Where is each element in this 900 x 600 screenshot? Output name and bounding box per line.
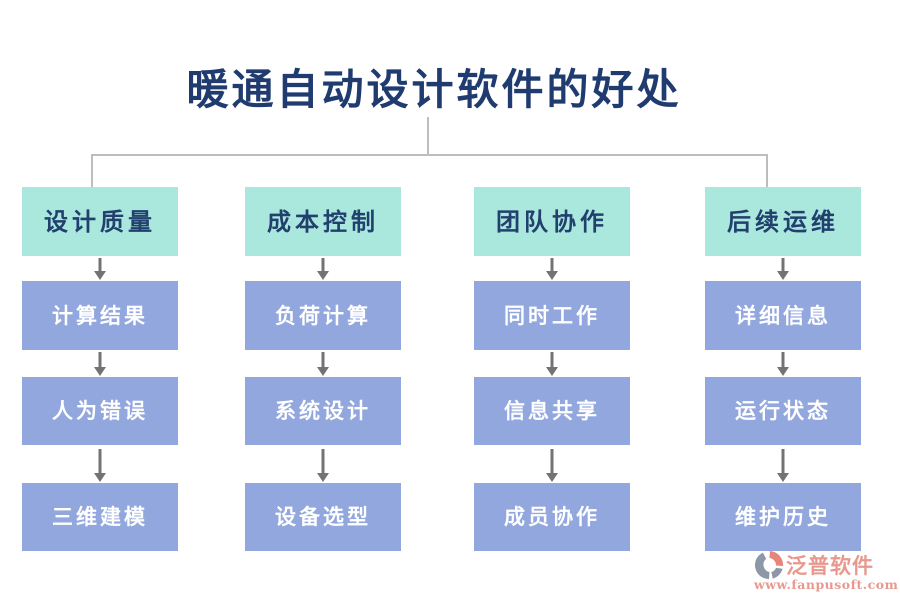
benefit-item: 负荷计算 bbox=[245, 281, 401, 350]
arrow-down-icon bbox=[316, 449, 330, 482]
category-header: 设计质量 bbox=[22, 187, 178, 256]
arrow-down-icon bbox=[545, 258, 559, 280]
benefit-item: 人为错误 bbox=[22, 377, 178, 445]
brand-watermark: 泛普软件 www.fanpusoft.com bbox=[754, 550, 899, 592]
fanpu-logo-icon bbox=[754, 550, 784, 580]
benefit-item: 设备选型 bbox=[245, 483, 401, 551]
arrow-down-icon bbox=[545, 449, 559, 482]
connector-title-stem bbox=[427, 117, 429, 155]
diagram-title: 暖通自动设计软件的好处 bbox=[186, 65, 682, 114]
connector-horizontal-line bbox=[91, 154, 768, 156]
arrow-down-icon bbox=[776, 258, 790, 280]
benefit-item: 运行状态 bbox=[705, 377, 861, 445]
benefit-item: 计算结果 bbox=[22, 281, 178, 350]
arrow-down-icon bbox=[93, 352, 107, 376]
benefit-item: 详细信息 bbox=[705, 281, 861, 350]
arrow-down-icon bbox=[776, 449, 790, 482]
brand-name: 泛普软件 bbox=[786, 553, 874, 578]
flow-column-design-quality: 设计质量 计算结果 人为错误 三维建模 bbox=[22, 0, 178, 600]
arrow-down-icon bbox=[93, 449, 107, 482]
benefit-item: 信息共享 bbox=[474, 377, 630, 445]
connector-right-drop bbox=[766, 154, 768, 187]
arrow-down-icon bbox=[316, 258, 330, 280]
connector-left-drop bbox=[91, 154, 93, 187]
arrow-down-icon bbox=[545, 352, 559, 376]
benefit-item: 维护历史 bbox=[705, 483, 861, 551]
category-header: 团队协作 bbox=[474, 187, 630, 256]
benefit-item: 成员协作 bbox=[474, 483, 630, 551]
category-header: 后续运维 bbox=[705, 187, 861, 256]
benefit-item: 同时工作 bbox=[474, 281, 630, 350]
arrow-down-icon bbox=[93, 258, 107, 280]
flow-column-follow-up-operations: 后续运维 详细信息 运行状态 维护历史 bbox=[705, 0, 861, 600]
arrow-down-icon bbox=[776, 352, 790, 376]
flow-column-team-collaboration: 团队协作 同时工作 信息共享 成员协作 bbox=[474, 0, 630, 600]
flow-column-cost-control: 成本控制 负荷计算 系统设计 设备选型 bbox=[245, 0, 401, 600]
benefit-item: 系统设计 bbox=[245, 377, 401, 445]
brand-url: www.fanpusoft.com bbox=[754, 577, 899, 592]
arrow-down-icon bbox=[316, 352, 330, 376]
category-header: 成本控制 bbox=[245, 187, 401, 256]
benefit-item: 三维建模 bbox=[22, 483, 178, 551]
